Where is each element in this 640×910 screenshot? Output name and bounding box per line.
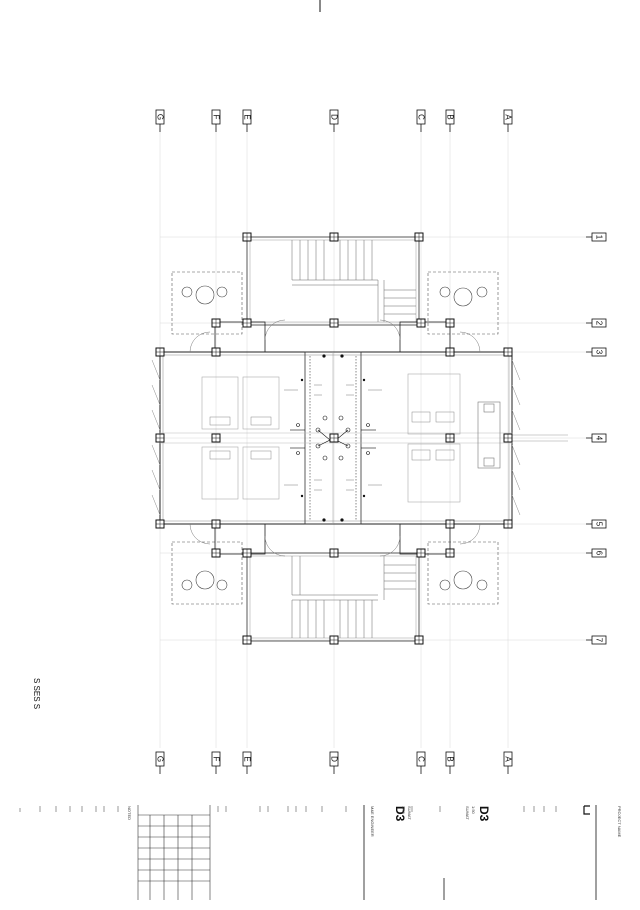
structural-columns — [155, 232, 513, 645]
column-label: B — [446, 114, 455, 119]
title-block — [19, 805, 597, 900]
column-marker-e-bottom: E — [243, 751, 252, 774]
structural-column — [414, 232, 424, 242]
row-marker-4: 4 — [586, 433, 607, 443]
structural-column — [503, 433, 513, 443]
structural-column — [503, 347, 513, 357]
sheet-code-1: D3 — [393, 806, 407, 822]
column-marker-c-bottom: C — [417, 751, 426, 774]
structural-column — [416, 318, 426, 328]
column-marker-g-top: G — [156, 109, 165, 132]
row-marker-2: 2 — [586, 318, 607, 328]
structural-column — [329, 232, 339, 242]
structural-column — [445, 548, 455, 558]
side-note: S SES S — [32, 678, 41, 709]
structural-column — [242, 318, 252, 328]
column-marker-d-bottom: D — [330, 751, 339, 774]
column-marker-g-bottom: G — [156, 751, 165, 774]
structural-column — [414, 635, 424, 645]
row-marker-3: 3 — [586, 347, 607, 357]
row-label: 3 — [595, 350, 604, 355]
structural-column — [211, 519, 221, 529]
subtitle-1: SUMAT — [407, 806, 412, 820]
structural-column — [445, 347, 455, 357]
column-label: G — [156, 114, 165, 120]
column-marker-b-bottom: B — [446, 751, 455, 774]
column-marker-b-top: B — [446, 109, 455, 132]
scale-1: 1:50 — [401, 806, 406, 815]
structural-column — [445, 433, 455, 443]
column-marker-f-bottom: F — [212, 751, 221, 774]
row-label: 7 — [595, 638, 604, 643]
structural-column — [242, 548, 252, 558]
column-marker-c-top: C — [417, 109, 426, 132]
column-label: F — [212, 757, 221, 762]
column-marker-d-top: D — [330, 109, 339, 132]
structural-column — [445, 318, 455, 328]
structural-column — [445, 519, 455, 529]
row-marker-5: 5 — [586, 519, 607, 529]
notes-label: NOTED — [127, 806, 132, 820]
column-marker-a-top: A — [504, 109, 513, 132]
column-label: C — [417, 114, 426, 120]
sheet-code-2: D3 — [477, 806, 491, 822]
column-marker-a-bottom: A — [504, 751, 513, 774]
structural-column — [329, 318, 339, 328]
row-label: 2 — [595, 321, 604, 326]
row-marker-1: 1 — [586, 232, 607, 242]
engineer-label: M&E ENGINEER — [370, 806, 375, 837]
column-marker-e-top: E — [243, 109, 252, 132]
subtitle-2: SUMAT — [465, 806, 470, 820]
building-plan — [151, 236, 568, 642]
structural-column — [155, 519, 165, 529]
structural-column — [211, 347, 221, 357]
column-marker-f-top: F — [212, 109, 221, 132]
column-label: A — [504, 114, 513, 120]
row-label: 4 — [595, 436, 604, 441]
column-label: G — [156, 756, 165, 762]
row-label: 6 — [595, 551, 604, 556]
column-label: C — [417, 756, 426, 762]
row-label: 1 — [595, 235, 604, 240]
structural-column — [329, 635, 339, 645]
structural-column — [242, 232, 252, 242]
grid-lines — [159, 128, 586, 748]
column-label: D — [330, 114, 339, 120]
structural-column — [155, 433, 165, 443]
structural-column — [242, 635, 252, 645]
structural-column — [329, 548, 339, 558]
row-marker-6: 6 — [586, 548, 607, 558]
structural-column — [329, 433, 339, 443]
column-label: E — [243, 756, 252, 761]
column-label: B — [446, 756, 455, 761]
scale-2: 1:50 — [471, 806, 476, 815]
row-label: 5 — [595, 522, 604, 527]
row-marker-7: 7 — [586, 635, 607, 645]
column-label: E — [243, 114, 252, 119]
structural-column — [416, 548, 426, 558]
structural-column — [211, 318, 221, 328]
structural-column — [155, 347, 165, 357]
column-label: D — [330, 756, 339, 762]
column-label: F — [212, 115, 221, 120]
structural-column — [503, 519, 513, 529]
row-markers-right: 1 2 3 4 5 6 7 — [586, 232, 607, 645]
structural-column — [211, 433, 221, 443]
project-label: PROJECT NAME — [617, 806, 622, 838]
column-label: A — [504, 756, 513, 762]
structural-column — [211, 548, 221, 558]
